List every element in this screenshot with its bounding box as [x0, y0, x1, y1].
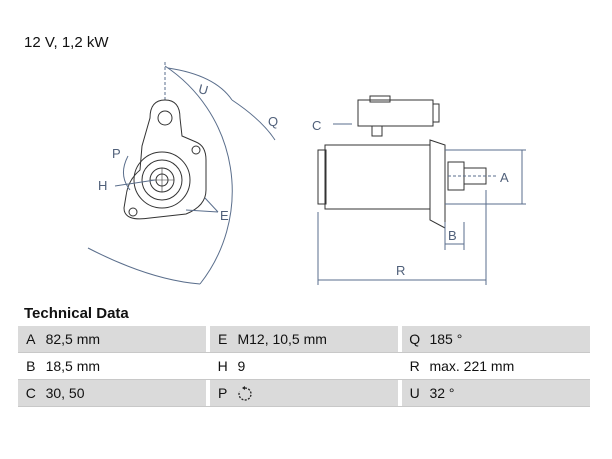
front-upper-bolt-hole — [157, 110, 173, 126]
front-right-bolt-hole — [191, 145, 201, 155]
param-key: R — [401, 352, 428, 380]
spec-title: 12 V, 1,2 kW — [24, 34, 109, 51]
param-key: C — [18, 379, 44, 407]
table-row: A 82,5 mm E M12, 10,5 mm Q 185 ° — [18, 326, 590, 353]
param-value: 30, 50 — [43, 379, 206, 407]
label-r: R — [396, 263, 405, 278]
label-e: E — [220, 208, 229, 223]
label-c: C — [312, 118, 321, 133]
param-value — [235, 379, 398, 407]
param-key: B — [18, 352, 44, 380]
param-value: 32 ° — [427, 379, 590, 407]
param-key: P — [209, 379, 236, 407]
technical-data-title: Technical Data — [24, 305, 129, 322]
solenoid — [357, 99, 434, 127]
param-value: 18,5 mm — [43, 352, 206, 380]
front-housing-circle — [133, 151, 191, 209]
param-key: Q — [401, 326, 428, 353]
param-key: U — [401, 379, 428, 407]
param-value: M12, 10,5 mm — [235, 326, 398, 353]
param-key: E — [209, 326, 236, 353]
rotation-counterclockwise-icon — [238, 385, 253, 401]
motor-body — [324, 144, 431, 210]
technical-data-table: A 82,5 mm E M12, 10,5 mm Q 185 ° B 18,5 … — [18, 326, 590, 407]
param-key: H — [209, 352, 236, 380]
table-row: B 18,5 mm H 9 R max. 221 mm — [18, 352, 590, 380]
starter-motor-drawing: U Q P H E C A B R — [87, 62, 526, 285]
param-value: max. 221 mm — [427, 352, 590, 380]
label-u: U — [197, 81, 210, 98]
label-b: B — [448, 228, 457, 243]
param-value: 82,5 mm — [43, 326, 206, 353]
param-value: 185 ° — [427, 326, 590, 353]
table-row: C 30, 50 P U 32 ° — [18, 379, 590, 407]
front-flange — [123, 99, 207, 220]
front-left-bolt-hole — [128, 207, 138, 217]
label-p: P — [112, 146, 121, 161]
sweep-arc — [164, 65, 233, 285]
param-key: A — [18, 326, 44, 353]
label-q: Q — [268, 114, 278, 129]
label-a: A — [500, 170, 509, 185]
label-h: H — [98, 178, 107, 193]
param-value: 9 — [235, 352, 398, 380]
